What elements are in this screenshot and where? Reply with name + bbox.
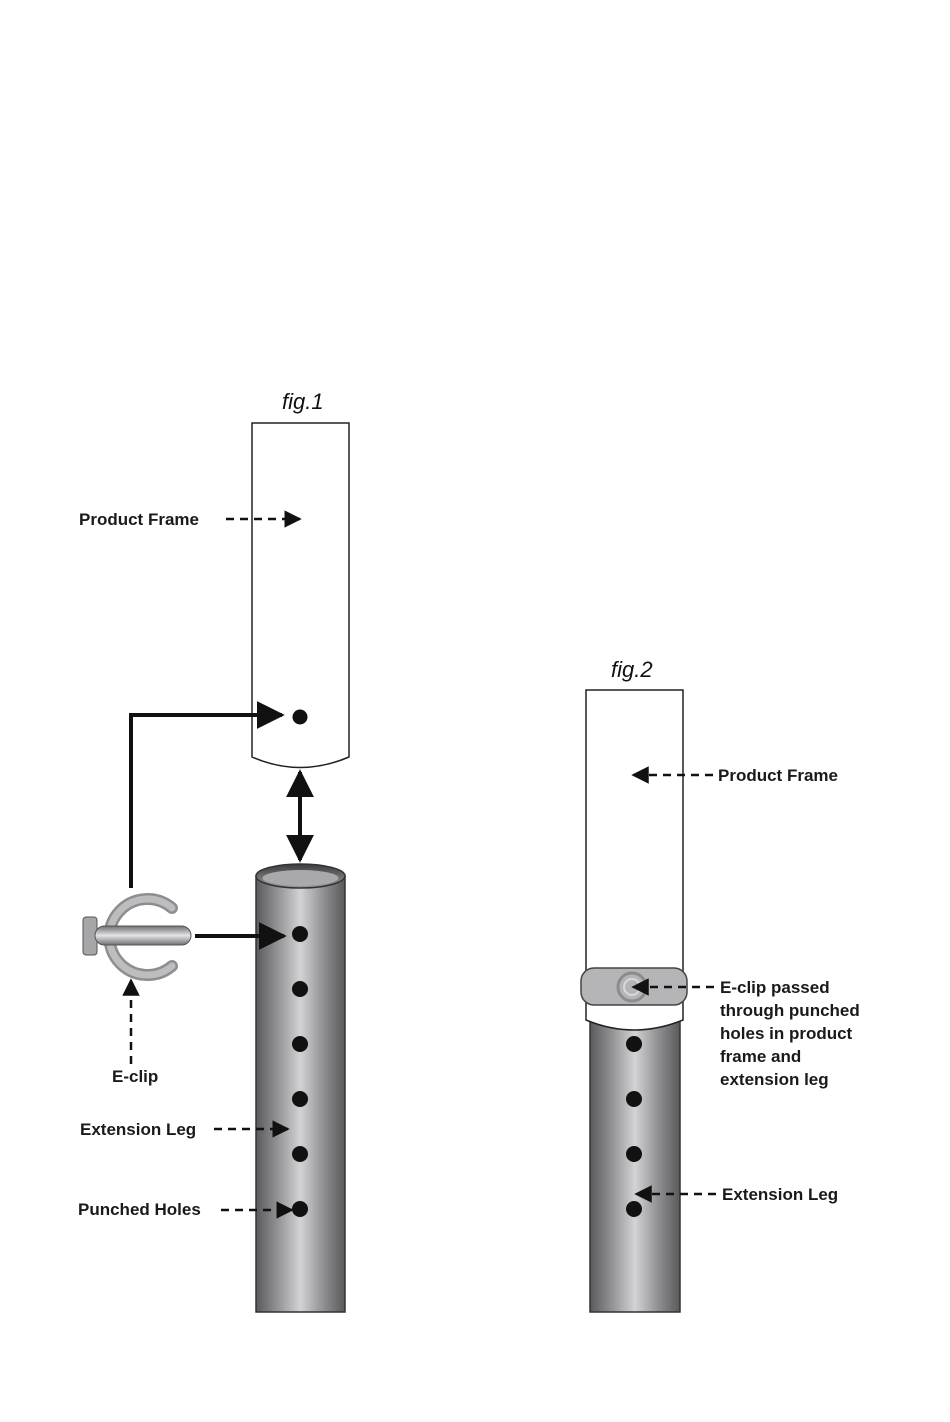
label-punched-holes: Punched Holes	[78, 1200, 201, 1219]
punched-hole	[292, 1146, 308, 1162]
punched-hole	[292, 981, 308, 997]
note-line: through punched	[720, 1001, 860, 1020]
note-line: holes in product	[720, 1024, 853, 1043]
label-e-clip-note: E-clip passed through punched holes in p…	[720, 978, 865, 1089]
punched-hole	[626, 1201, 642, 1217]
punched-hole	[292, 1201, 308, 1217]
label-extension-leg: Extension Leg	[722, 1185, 838, 1204]
label-extension-leg: Extension Leg	[80, 1120, 196, 1139]
punched-hole	[626, 1146, 642, 1162]
figure-1-title: fig.1	[282, 389, 324, 414]
figure-2: fig.2 Product Frame E-clip passed throug…	[581, 657, 865, 1312]
figure-1: fig.1 Product Frame	[78, 389, 349, 1312]
punched-hole	[292, 926, 308, 942]
note-line: E-clip passed	[720, 978, 830, 997]
punched-hole	[626, 1036, 642, 1052]
label-product-frame: Product Frame	[79, 510, 199, 529]
label-e-clip: E-clip	[112, 1067, 158, 1086]
punched-hole	[292, 1091, 308, 1107]
e-clip-icon	[83, 899, 191, 975]
frame-hole	[293, 710, 308, 725]
punched-hole	[292, 1036, 308, 1052]
punched-hole	[626, 1091, 642, 1107]
note-line: extension leg	[720, 1070, 829, 1089]
figure-2-title: fig.2	[611, 657, 653, 682]
label-product-frame: Product Frame	[718, 766, 838, 785]
note-line: frame and	[720, 1047, 801, 1066]
